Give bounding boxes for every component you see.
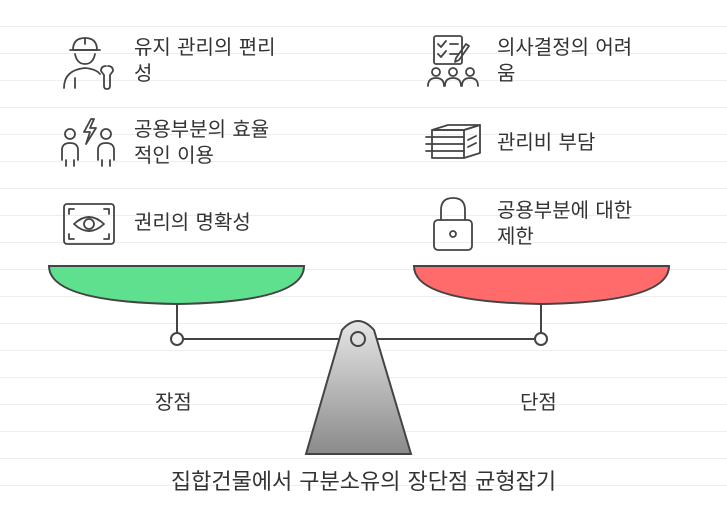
left-joint bbox=[170, 332, 184, 346]
padlock-icon bbox=[433, 197, 473, 251]
disadvantage-item-1: 의사결정의 어려 움 bbox=[497, 34, 632, 86]
disadvantage-item-3: 공용부분에 대한 제한 bbox=[497, 197, 632, 249]
people-energy-icon bbox=[61, 118, 115, 167]
advantages-pan bbox=[47, 265, 306, 306]
advantage-item-1: 유지 관리의 편리 성 bbox=[134, 34, 276, 86]
disadvantage-item-3-line2: 제한 bbox=[497, 224, 534, 248]
fulcrum bbox=[304, 320, 413, 455]
advantage-item-2-line2: 적인 이용 bbox=[134, 143, 214, 167]
disadvantage-item-1-line2: 움 bbox=[497, 61, 516, 85]
disadvantage-item-2: 관리비 부담 bbox=[497, 129, 595, 155]
diagram-title: 집합건물에서 구분소유의 장단점 균형잡기 bbox=[170, 470, 557, 495]
eye-frame-icon bbox=[63, 203, 115, 245]
advantage-item-1-line2: 성 bbox=[134, 61, 153, 85]
disadvantages-pan bbox=[412, 265, 671, 306]
advantage-item-2: 공용부분의 효율 적인 이용 bbox=[134, 116, 269, 168]
checklist-group-icon bbox=[427, 35, 479, 87]
advantage-item-3: 권리의 명확성 bbox=[134, 209, 251, 235]
disadvantages-label: 단점 bbox=[520, 390, 557, 414]
worker-wrench-icon bbox=[63, 37, 114, 90]
disadvantage-item-1-line1: 의사결정의 어려 bbox=[497, 35, 633, 59]
disadvantage-item-2-line1: 관리비 부담 bbox=[497, 130, 596, 154]
advantage-item-3-line1: 권리의 명확성 bbox=[134, 210, 251, 234]
right-joint bbox=[534, 332, 548, 346]
advantage-item-2-line1: 공용부분의 효율 bbox=[134, 117, 270, 141]
advantages-label: 장점 bbox=[155, 390, 192, 414]
advantage-item-1-line1: 유지 관리의 편리 bbox=[134, 35, 276, 59]
disadvantage-item-3-line1: 공용부분에 대한 bbox=[497, 198, 633, 222]
money-stack-icon bbox=[425, 124, 481, 159]
fulcrum-pivot bbox=[350, 331, 366, 347]
